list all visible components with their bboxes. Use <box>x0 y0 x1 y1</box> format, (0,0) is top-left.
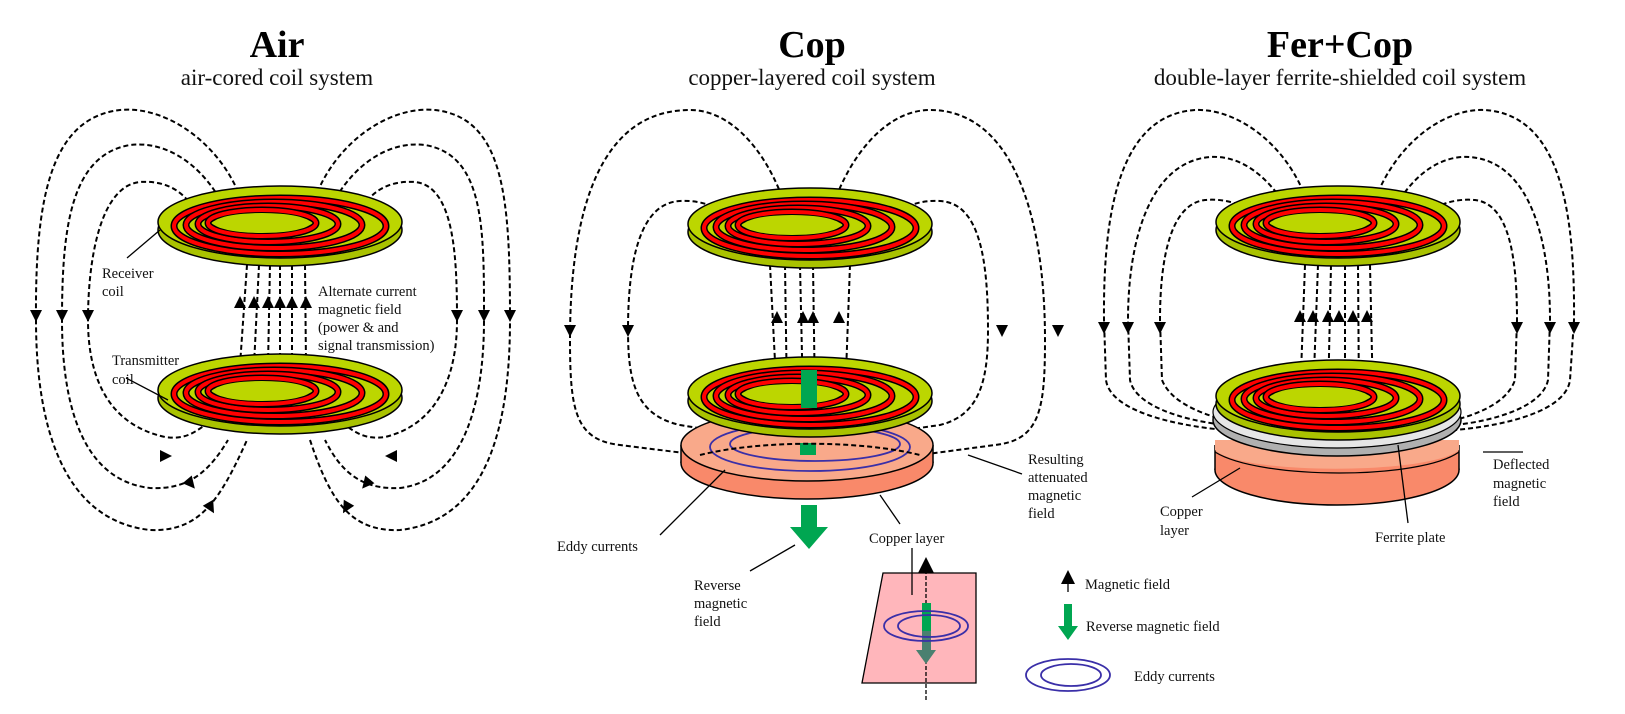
svg-text:Eddy currents: Eddy currents <box>1134 669 1215 685</box>
svg-text:Reverse magnetic field: Reverse magnetic field <box>1086 619 1220 635</box>
reverse-field-arrow <box>801 370 817 408</box>
eddy-currents-icon <box>1025 658 1111 692</box>
eddy-currents-label: Eddy currents <box>557 539 638 555</box>
field-lines <box>34 108 512 532</box>
legend-reverse-field: Reverse magnetic field <box>1058 604 1220 640</box>
panel-title: Fer+Cop <box>1267 24 1413 66</box>
reverse-field-arrow-icon <box>1058 604 1078 640</box>
legend: Magnetic field Reverse magnetic field Ed… <box>1025 570 1220 692</box>
svg-text:Magnetic field: Magnetic field <box>1085 577 1171 593</box>
panel-title: Air <box>250 24 305 66</box>
panel-subtitle: air-cored coil system <box>181 65 374 90</box>
arrowheads <box>564 311 1064 337</box>
magnetic-field-arrow-icon <box>1061 570 1075 584</box>
legend-eddy-currents: Eddy currents <box>1025 658 1215 692</box>
panel-fer-cop: Fer+Cop double-layer ferrite-shielded co… <box>1098 24 1580 546</box>
receiver-coil <box>688 188 932 268</box>
receiver-coil <box>158 186 402 266</box>
legend-magnetic-field: Magnetic field <box>1061 570 1171 593</box>
transmitter-coil <box>158 354 402 434</box>
copper-layer-label: Copper layer <box>869 531 944 547</box>
transmitter-coil <box>1216 360 1460 440</box>
panel-title: Cop <box>778 24 846 66</box>
panel-subtitle: copper-layered coil system <box>688 65 935 90</box>
panel-subtitle: double-layer ferrite-shielded coil syste… <box>1154 65 1526 90</box>
receiver-coil <box>1216 186 1460 266</box>
arrowheads <box>30 296 516 514</box>
arrowheads <box>1098 310 1580 334</box>
copper-layer-inset <box>861 548 977 700</box>
ac-field-label: Alternate current magnetic field (power … <box>318 284 435 354</box>
panel-cop: Cop copper-layered coil system <box>557 24 1088 700</box>
reverse-field-arrow <box>790 505 828 549</box>
ferrite-plate-label: Ferrite plate <box>1375 530 1445 546</box>
